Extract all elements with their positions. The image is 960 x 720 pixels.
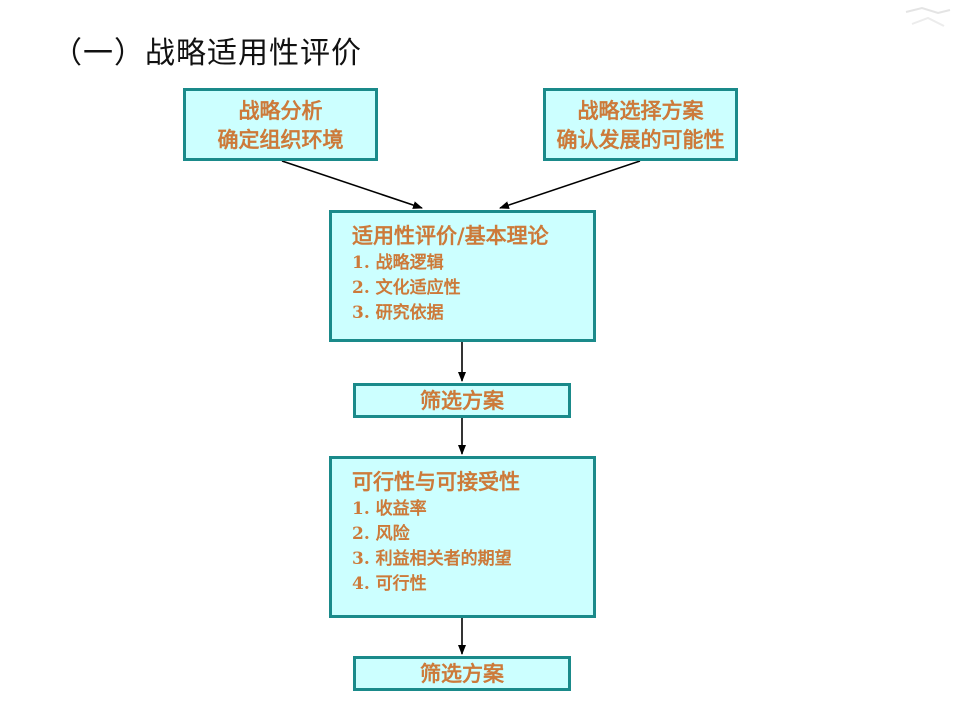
suitability-item: 2. 文化适应性 [352,278,461,298]
suitability-item: 3. 研究依据 [352,303,444,323]
screen-options-box-1: 筛选方案 [353,383,571,418]
suitability-heading: 适用性评价/基本理论 [352,223,549,248]
suitability-box: 适用性评价/基本理论 1. 战略逻辑 2. 文化适应性 3. 研究依据 [329,210,596,342]
screen-options-label-2: 筛选方案 [420,661,504,686]
arrow-analysis-to-suitability [281,160,423,209]
strategy-analysis-line2: 确定组织环境 [217,126,344,152]
strategy-options-box: 战略选择方案 确认发展的可能性 [543,88,738,161]
screen-options-label-1: 筛选方案 [420,388,504,413]
strategy-options-line2: 确认发展的可能性 [556,126,725,152]
arrow-options-to-suitability [499,160,641,209]
page-title: （一）战略适用性评价 [52,36,362,71]
strategy-analysis-box: 战略分析 确定组织环境 [183,88,378,161]
suitability-item: 1. 战略逻辑 [352,253,444,273]
strategy-options-line1: 战略选择方案 [577,97,704,123]
feasibility-item: 4. 可行性 [352,574,427,594]
feasibility-item: 3. 利益相关者的期望 [352,549,512,569]
corner-watermark [902,4,954,34]
screen-options-box-2: 筛选方案 [353,656,571,691]
strategy-analysis-line1: 战略分析 [238,97,323,123]
feasibility-box: 可行性与可接受性 1. 收益率 2. 风险 3. 利益相关者的期望 4. 可行性 [329,456,596,618]
feasibility-heading: 可行性与可接受性 [352,469,520,494]
feasibility-item: 2. 风险 [352,524,410,544]
feasibility-item: 1. 收益率 [352,499,427,519]
